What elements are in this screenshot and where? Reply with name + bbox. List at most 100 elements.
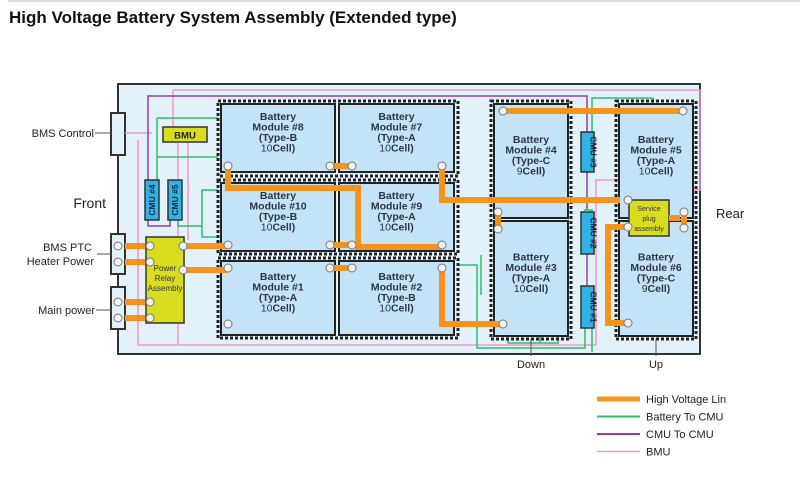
power-relay-assembly: Power Relay Assembly — [145, 236, 185, 324]
module-text-line: Battery — [378, 271, 414, 283]
module-text-line: Battery — [260, 271, 296, 283]
terminal-bolt — [347, 161, 357, 171]
module-text-line: Module #3 — [505, 262, 557, 274]
module-cell-count: 10Cell) — [379, 303, 413, 315]
module-text-line: Module #6 — [630, 262, 682, 274]
page-title: High Voltage Battery System Assembly (Ex… — [9, 8, 457, 27]
cmu-4: CMU #4 — [144, 179, 160, 221]
cmu-1: CMU #1 — [580, 285, 599, 329]
module-text-line: Battery — [378, 111, 414, 123]
terminal-bolt — [347, 240, 357, 250]
module-text-line: Battery — [260, 111, 296, 123]
terminal-bolt — [678, 106, 688, 116]
terminal-bolt — [145, 257, 155, 267]
down-label: Down — [517, 359, 545, 371]
svg-text:Power: Power — [154, 264, 177, 273]
legend-label-battery-to-cmu: Battery To CMU — [646, 412, 723, 424]
module-text-line: (Type-A — [259, 292, 298, 304]
module-text-line: (Type-C — [637, 273, 676, 285]
terminal-bolt — [145, 241, 155, 251]
terminal-bolt — [145, 313, 155, 323]
svg-text:Relay: Relay — [155, 274, 175, 283]
terminal-bolt — [223, 161, 233, 171]
top-divider — [8, 0, 800, 2]
rear-label: Rear — [716, 206, 745, 221]
module-text-line: Module #4 — [505, 145, 557, 157]
svg-text:Service: Service — [637, 206, 660, 213]
svg-text:CMU #3: CMU #3 — [589, 136, 599, 167]
terminal-bolt — [113, 313, 123, 323]
svg-text:CMU #5: CMU #5 — [170, 184, 180, 215]
module-text-line: Battery — [513, 252, 549, 264]
module-cell-count: 10Cell) — [514, 283, 548, 295]
service-plug-assembly: Service plug assembly — [628, 199, 670, 237]
cmu-2: CMU #2 — [580, 211, 599, 255]
terminal-bolt — [437, 240, 447, 250]
module-text-line: Battery — [638, 134, 674, 146]
terminal-bolt — [113, 297, 123, 307]
front-label: Front — [73, 195, 106, 211]
module-cell-count: 10Cell) — [261, 222, 295, 234]
svg-text:Assembly: Assembly — [148, 284, 183, 293]
terminal-bolt — [223, 240, 233, 250]
svg-text:plug: plug — [642, 216, 655, 223]
svg-text:CMU #4: CMU #4 — [147, 184, 157, 215]
terminal-bolt — [679, 207, 689, 217]
module-text-line: (Type-B — [377, 292, 416, 304]
module-text-line: Module #9 — [371, 201, 423, 213]
main-power-label: Main power — [38, 305, 95, 317]
legend-label-cmu-to-cmu: CMU To CMU — [646, 429, 714, 441]
svg-text:assembly: assembly — [634, 226, 664, 233]
terminal-bolt — [493, 224, 503, 234]
module-text-line: Battery — [513, 134, 549, 146]
module-text-line: Module #10 — [249, 201, 306, 213]
cmu-3: CMU #3 — [580, 131, 599, 173]
terminal-bolt — [623, 222, 633, 232]
module-text-line: (Type-A — [512, 273, 551, 285]
module-text-line: Module #8 — [252, 122, 304, 134]
terminal-bolt — [113, 257, 123, 267]
svg-text:CMU #1: CMU #1 — [589, 291, 599, 322]
terminal-bolt — [498, 106, 508, 116]
cmu-5: CMU #5 — [167, 179, 183, 221]
terminal-bolt — [623, 318, 633, 328]
bms-ptc-label-2: Heater Power — [27, 256, 95, 268]
module-cell-count: 10Cell) — [261, 303, 295, 315]
module-text-line: (Type-C — [512, 155, 551, 167]
terminal-bolt — [437, 161, 447, 171]
bmu-box — [162, 126, 208, 143]
terminal-bolt — [623, 195, 633, 205]
module-text-line: (Type-B — [259, 211, 298, 223]
terminal-bolt — [223, 319, 233, 329]
module-text-line: Module #2 — [371, 282, 423, 294]
bms-control-connector — [110, 112, 126, 156]
module-cell-count: 10Cell) — [379, 222, 413, 234]
terminal-bolt — [178, 241, 188, 251]
module-cell-count: 10Cell) — [379, 143, 413, 155]
module-text-line: (Type-A — [377, 211, 416, 223]
terminal-bolt — [347, 263, 357, 273]
module-cell-count: 9Cell) — [642, 283, 671, 295]
legend-label-bmu: BMU — [646, 447, 671, 459]
legend-label-high-voltage: High Voltage Lin — [646, 394, 726, 406]
terminal-bolt — [437, 263, 447, 273]
module-cell-count: 9Cell) — [517, 166, 546, 178]
bms-ptc-label-1: BMS PTC — [43, 242, 92, 254]
bms-control-label: BMS Control — [32, 128, 94, 140]
module-text-line: Battery — [260, 190, 296, 202]
main-power-connector — [110, 286, 126, 330]
bmu-label: BMU — [174, 131, 196, 142]
up-label: Up — [649, 359, 663, 371]
terminal-bolt — [223, 263, 233, 273]
module-text-line: (Type-B — [259, 132, 298, 144]
module-text-line: Battery — [638, 252, 674, 264]
terminal-bolt — [679, 223, 689, 233]
